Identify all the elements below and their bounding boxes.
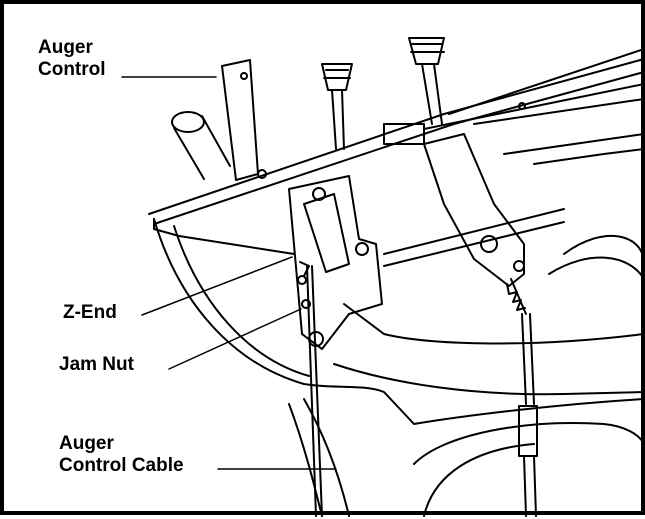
auger-control-lever	[221, 59, 259, 181]
callout-cable-line1: Auger	[59, 433, 114, 454]
drive-cable-right	[506, 278, 538, 517]
callout-jam-nut: Jam Nut	[59, 354, 134, 375]
callout-auger-control-line1: Auger	[38, 37, 93, 58]
callout-auger-control-cable: Auger Control Cable	[59, 433, 184, 477]
callout-leaders	[121, 76, 337, 470]
shift-knob-left	[321, 63, 353, 150]
machine-drawing	[121, 37, 645, 517]
callout-auger-control-line2: Control	[38, 59, 106, 80]
leader-z-end	[141, 256, 293, 316]
control-panel-frame	[148, 48, 645, 267]
shift-knob-right	[408, 37, 445, 125]
leader-jam-nut	[168, 308, 302, 370]
handle-tube	[171, 111, 231, 180]
right-bracket	[423, 133, 525, 287]
callout-z-end: Z-End	[63, 302, 117, 323]
callout-auger-control: Auger Control	[38, 37, 106, 81]
lower-housing	[153, 218, 645, 517]
callout-cable-line2: Control Cable	[59, 455, 184, 476]
auger-control-cable	[297, 261, 323, 517]
